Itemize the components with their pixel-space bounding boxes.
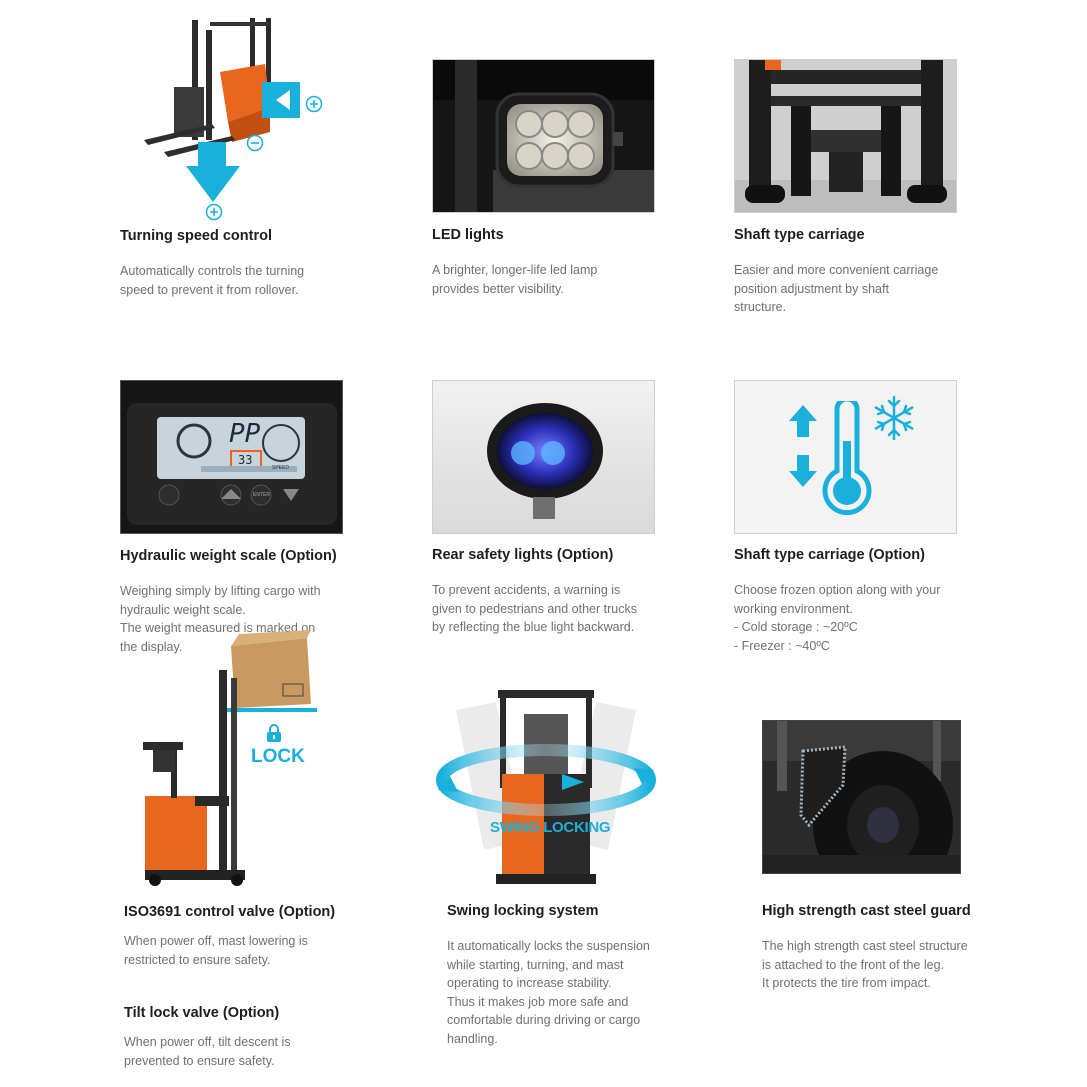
feature-description: Choose frozen option along with your wor…: [734, 581, 940, 655]
plus-circle-icon: [205, 203, 223, 221]
feature-title: LED lights: [432, 227, 504, 243]
description-line: To prevent accidents, a warning is: [432, 583, 621, 597]
feature-description: Weighing simply by lifting cargo with hy…: [120, 582, 321, 656]
description-line: When power off, tilt descent is: [124, 1035, 291, 1049]
description-line: is attached to the front of the leg.: [762, 957, 945, 972]
description-line: while starting, turning, and mast: [447, 957, 624, 972]
description-line: comfortable during driving or cargo: [447, 1013, 641, 1027]
minus-circle-icon: [246, 134, 264, 152]
feature-description: A brighter, longer-life led lamp provide…: [432, 261, 597, 298]
description-line: the display.: [120, 639, 183, 654]
feature-title: Swing locking system: [447, 903, 599, 919]
description-line: The weight measured is marked on: [120, 621, 316, 635]
description-line: speed to prevent it from rollover.: [120, 282, 299, 297]
description-line: Easier and more convenient carriage: [734, 263, 939, 277]
enter-button-label: ENTER: [253, 492, 270, 498]
feature-description: To prevent accidents, a warning is given…: [432, 581, 637, 637]
feature-title: High strength cast steel guard: [762, 903, 971, 919]
description-line: It automatically locks the suspension: [447, 939, 650, 953]
description-line: When power off, mast lowering is: [124, 934, 308, 948]
arrow-up-down-icon: [787, 403, 819, 489]
frozen-option-image: [734, 380, 957, 534]
description-line: - Freezer : ~40ºC: [734, 638, 830, 653]
description-line: restricted to ensure safety.: [124, 952, 271, 967]
feature-description: It automatically locks the suspension wh…: [447, 937, 650, 1048]
feature-description: When power off, tilt descent is prevente…: [124, 1033, 291, 1070]
feature-title: Tilt lock valve (Option): [124, 1005, 280, 1021]
description-line: by reflecting the blue light backward.: [432, 620, 635, 634]
weight-scale-display-image: PP 33 SPEED ENTER: [120, 380, 343, 534]
description-line: operating to increase stability.: [447, 976, 612, 990]
feature-title: Shaft type carriage (Option): [734, 547, 925, 563]
swing-locking-label: SWING LOCKING: [490, 819, 611, 836]
lock-label: LOCK: [251, 746, 305, 767]
feature-title: ISO3691 control valve (Option): [124, 904, 336, 920]
feature-description: When power off, mast lowering is restric…: [124, 932, 308, 969]
description-line: Automatically controls the turning: [120, 264, 305, 278]
feature-description: Easier and more convenient carriage posi…: [734, 261, 938, 317]
mast-lock-illustration: [135, 630, 325, 890]
description-line: It protects the tire from impact.: [762, 976, 931, 990]
feature-description: Automatically controls the turning speed…: [120, 262, 304, 299]
shaft-carriage-image: [734, 59, 957, 213]
description-line: prevented to ensure safety.: [124, 1053, 275, 1068]
description-line: A brighter, longer-life led lamp: [432, 263, 598, 277]
turning-speed-illustration: [140, 12, 330, 222]
description-line: working environment.: [734, 601, 853, 616]
snowflake-icon: [871, 395, 917, 441]
display-speed-label: SPEED: [272, 465, 289, 471]
thermometer-icon: [819, 401, 875, 521]
description-line: given to pedestrians and other trucks: [432, 601, 637, 616]
feature-title: Hydraulic weight scale (Option): [120, 548, 337, 564]
description-line: position adjustment by shaft: [734, 281, 889, 296]
led-lights-image: [432, 59, 655, 213]
description-line: hydraulic weight scale.: [120, 602, 246, 617]
swing-locking-illustration: [436, 690, 656, 890]
description-line: Weighing simply by lifting cargo with: [120, 584, 321, 598]
feature-title: Shaft type carriage: [734, 227, 865, 243]
rear-safety-light-image: [432, 380, 655, 534]
display-mode-text: PP: [229, 419, 261, 449]
feature-title: Turning speed control: [120, 228, 272, 244]
description-line: handling.: [447, 1031, 498, 1046]
lock-icon: [266, 723, 282, 743]
description-line: The high strength cast steel structure: [762, 939, 968, 953]
cast-steel-guard-image: [762, 720, 961, 874]
description-line: - Cold storage : ~20ºC: [734, 620, 858, 634]
description-line: Thus it makes job more safe and: [447, 994, 629, 1009]
feature-title: Rear safety lights (Option): [432, 547, 614, 563]
display-weight-value: 33: [238, 453, 253, 467]
feature-description: The high strength cast steel structure i…: [762, 937, 968, 993]
description-line: Choose frozen option along with your: [734, 583, 941, 597]
description-line: structure.: [734, 300, 787, 314]
plus-circle-icon: [305, 95, 323, 113]
description-line: provides better visibility.: [432, 281, 564, 296]
